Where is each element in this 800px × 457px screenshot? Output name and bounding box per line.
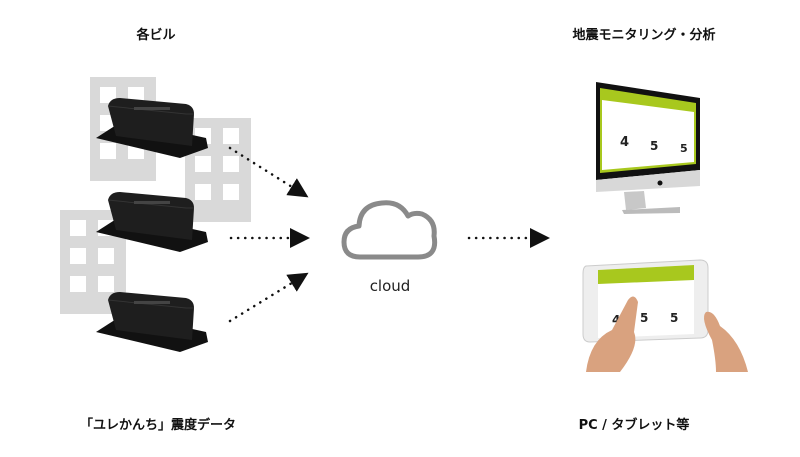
devices-caption: PC / タブレット等 (578, 418, 690, 433)
arrow-bottom (228, 272, 309, 323)
cloud-label: cloud (369, 277, 411, 295)
sensor-data-caption: 「ユレかんち」震度データ (79, 418, 237, 433)
tablet-intensity-1: 4 (612, 313, 620, 327)
cloud-icon (341, 200, 438, 260)
arrow-top (228, 146, 309, 198)
tablet-intensity-3: 5 (670, 311, 678, 325)
hand-left-icon (586, 296, 638, 372)
sensor-device-icon (96, 292, 208, 352)
sensor-device-icon (96, 98, 208, 158)
tablet-icon: 4 5 5 (582, 259, 748, 372)
desktop-intensity-2: 5 (650, 139, 658, 153)
building-icon (185, 118, 251, 222)
monitoring-title: 地震モニタリング・分析 (572, 28, 716, 43)
hand-right-icon (704, 311, 748, 372)
desktop-monitor-icon: 4 5 5 (596, 82, 700, 214)
desktop-intensity-3: 5 (680, 142, 688, 155)
desktop-intensity-1: 4 (620, 135, 629, 150)
buildings-title: 各ビル (136, 28, 176, 43)
sensor-device-icon (96, 192, 208, 252)
tablet-intensity-2: 5 (640, 311, 648, 325)
